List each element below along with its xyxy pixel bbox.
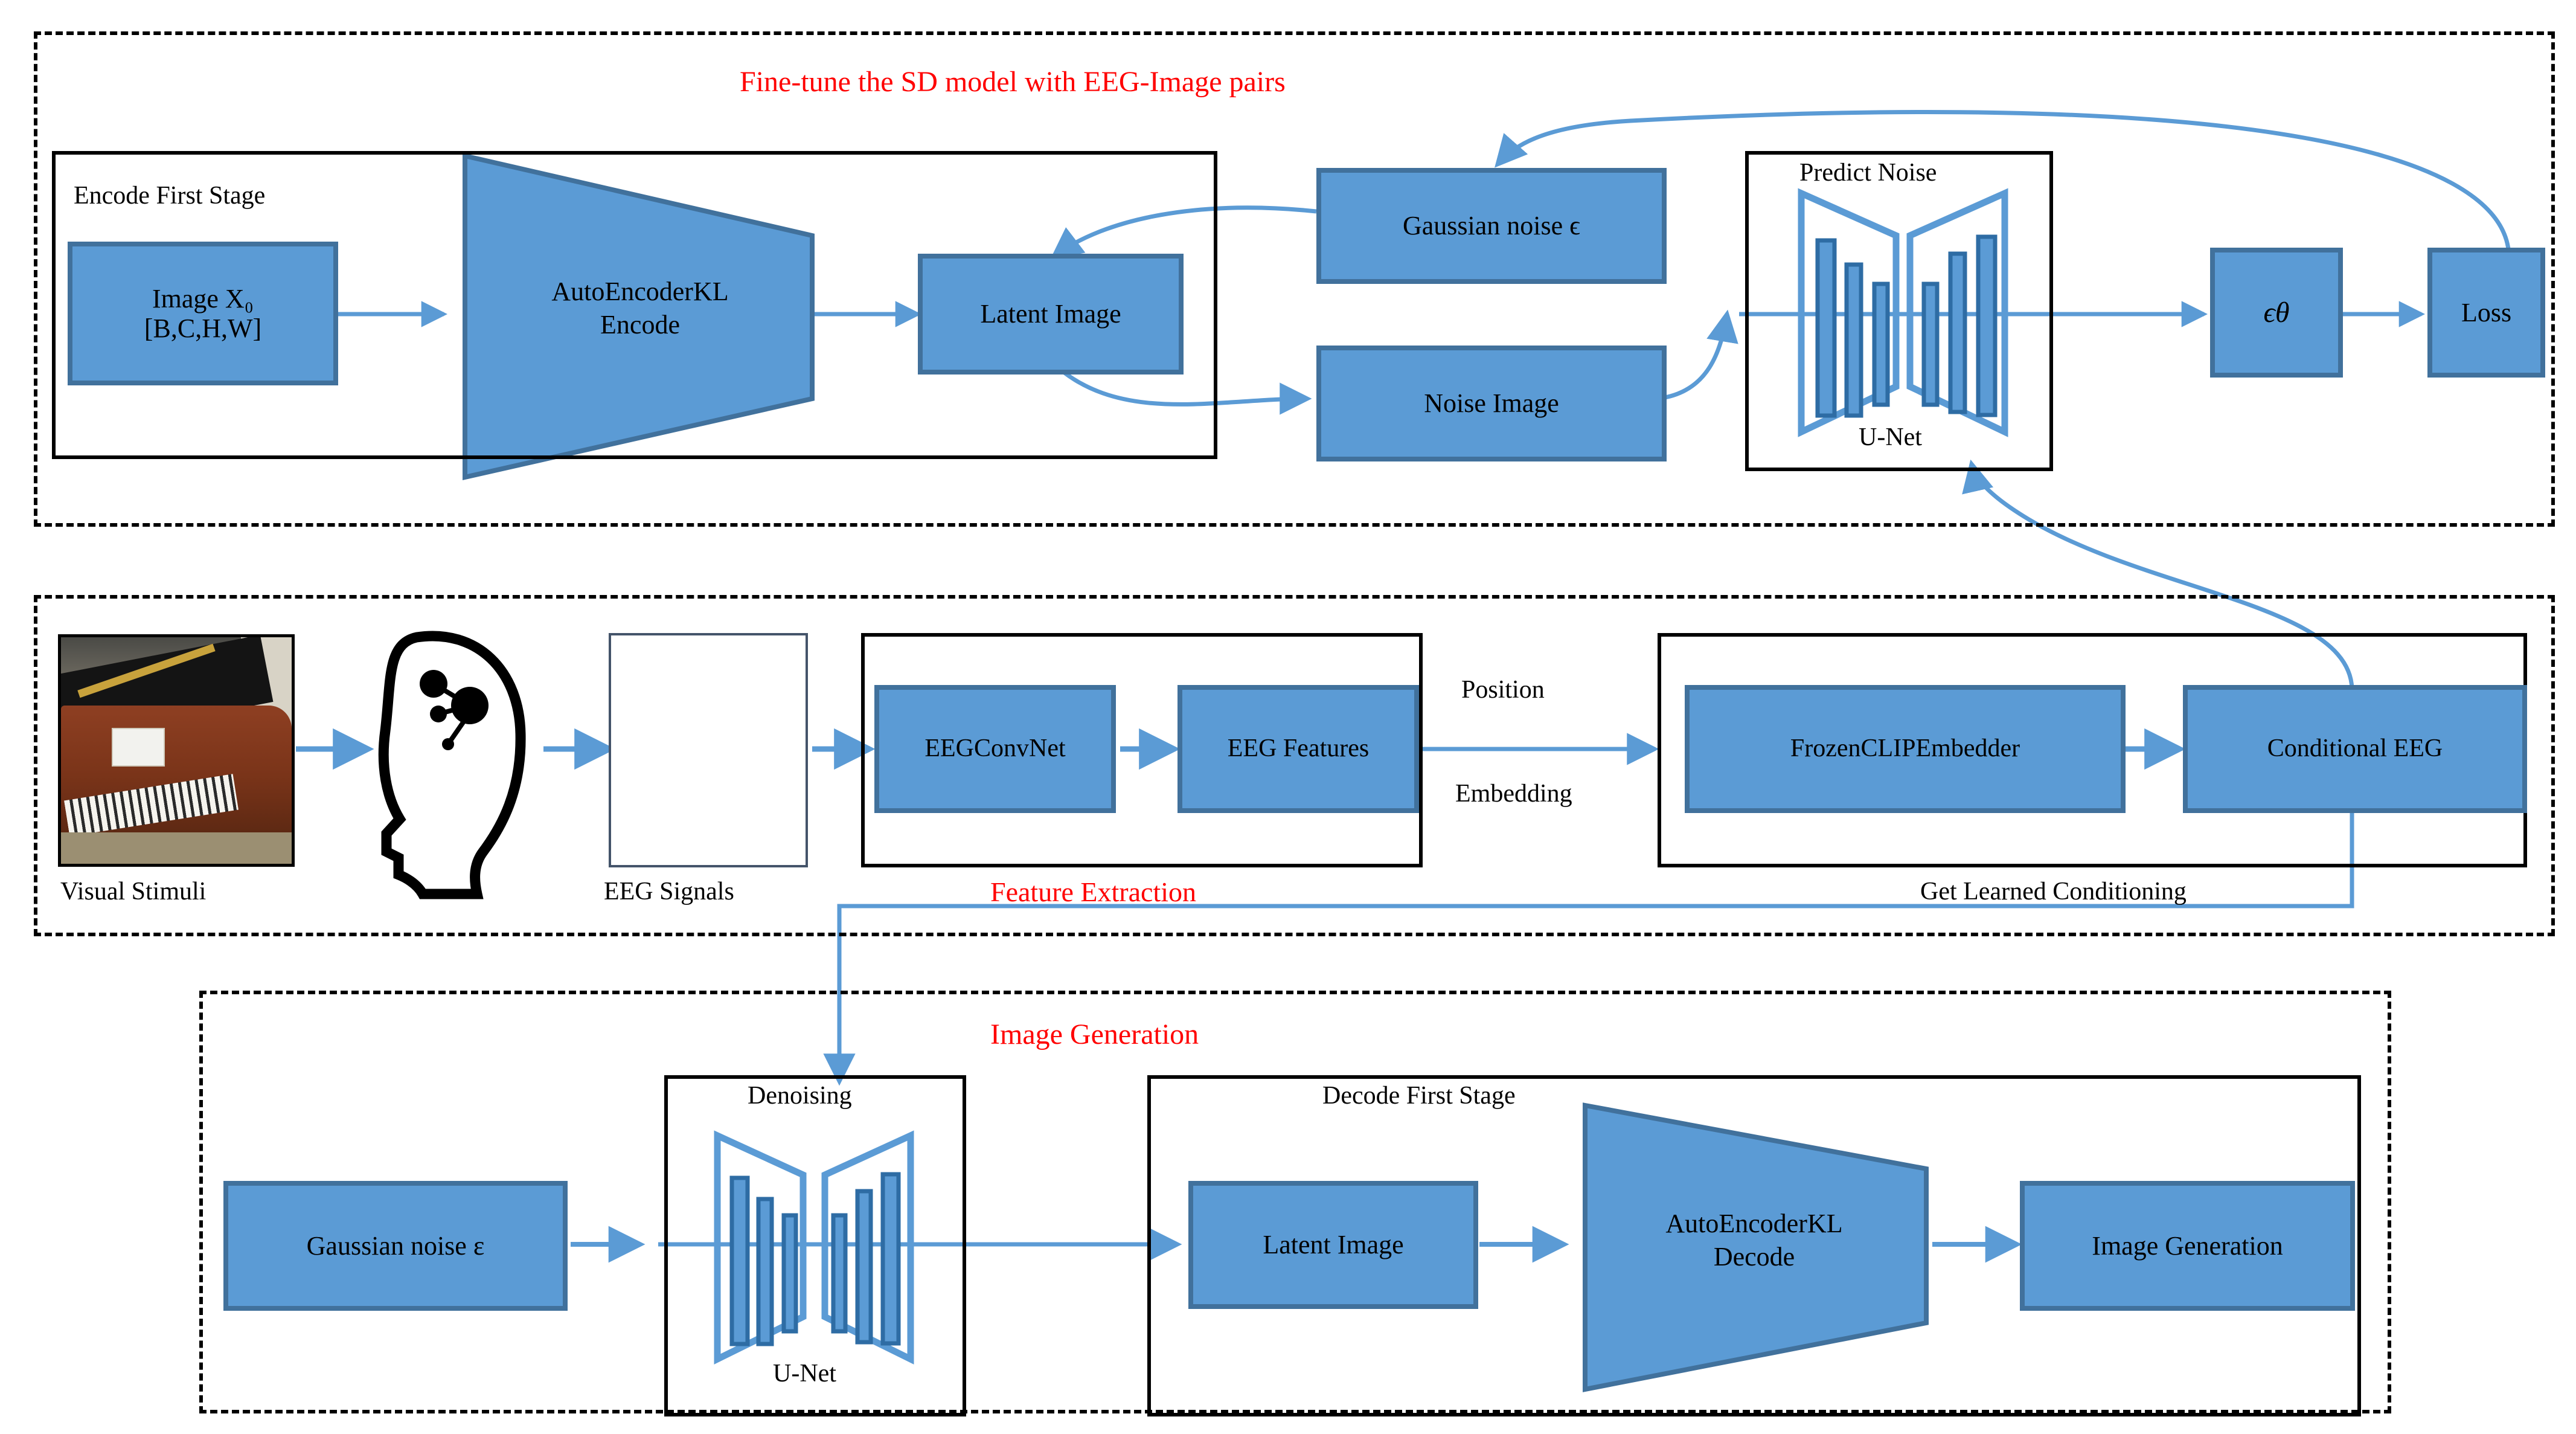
- denoising-label: Denoising: [748, 1082, 852, 1110]
- denoising-group: [664, 1075, 966, 1416]
- autoencoderkl-encode-label: AutoEncoderKL Encode: [483, 275, 797, 341]
- box-image-generation[interactable]: Image Generation: [2020, 1181, 2355, 1311]
- autoencoderkl-decode-label-2: Decode: [1713, 1242, 1795, 1272]
- panel-finetune: [34, 31, 2555, 527]
- autoencoderkl-encode-label-2: Encode: [600, 310, 680, 339]
- box-noise-image[interactable]: Noise Image: [1316, 346, 1667, 461]
- box-epsilon-theta[interactable]: ϵθ: [2210, 248, 2343, 378]
- box-latent-image-2[interactable]: Latent Image: [1188, 1181, 1478, 1309]
- panel-image-generation: [199, 991, 2391, 1413]
- box-latent-image-1[interactable]: Latent Image: [918, 254, 1184, 375]
- eeg-signals-caption: EEG Signals: [604, 878, 734, 905]
- box-gaussian-noise-1[interactable]: Gaussian noise ϵ: [1316, 168, 1667, 284]
- autoencoderkl-decode-label: AutoEncoderKL Decode: [1603, 1207, 1905, 1273]
- feature-extraction-title: Feature Extraction: [990, 876, 1197, 907]
- autoencoderkl-decode-label-1: AutoEncoderKL: [1665, 1209, 1843, 1238]
- encode-first-stage-label: Encode First Stage: [74, 182, 266, 210]
- visual-stimuli-caption: Visual Stimuli: [60, 878, 207, 905]
- predict-noise-group: [1745, 151, 2053, 471]
- box-gaussian-noise-2[interactable]: Gaussian noise ε: [223, 1181, 568, 1311]
- position-embedding-label-2: Embedding: [1455, 780, 1572, 808]
- box-conditional-eeg[interactable]: Conditional EEG: [2183, 685, 2527, 813]
- box-image-x0[interactable]: Image X₀ [B,C,H,W]: [68, 242, 338, 385]
- position-embedding-label-1: Position: [1461, 676, 1545, 704]
- box-loss[interactable]: Loss: [2427, 248, 2545, 378]
- panel-image-generation-title: Image Generation: [990, 1018, 1199, 1050]
- feature-extraction-group: [861, 633, 1423, 867]
- unet-label-2: U-Net: [773, 1360, 836, 1387]
- visual-stimuli-photo: [58, 634, 295, 867]
- box-image-x0-label-2: [B,C,H,W]: [144, 313, 262, 343]
- box-image-x0-label-1: Image X₀: [152, 283, 254, 313]
- box-eeg-features[interactable]: EEG Features: [1177, 685, 1419, 813]
- decode-first-stage-group: [1147, 1075, 2361, 1416]
- autoencoderkl-encode-label-1: AutoEncoderKL: [551, 277, 729, 306]
- box-eegconvnet[interactable]: EEGConvNet: [874, 685, 1116, 813]
- get-learned-conditioning-label: Get Learned Conditioning: [1920, 878, 2187, 905]
- box-frozen-clip-embedder[interactable]: FrozenCLIPEmbedder: [1685, 685, 2126, 813]
- predict-noise-label: Predict Noise: [1799, 159, 1937, 187]
- panel-eeg-encoding: [34, 595, 2555, 936]
- panel-finetune-title: Fine-tune the SD model with EEG-Image pa…: [740, 66, 1286, 98]
- decode-first-stage-label: Decode First Stage: [1322, 1082, 1516, 1110]
- unet-label-1: U-Net: [1859, 423, 1922, 451]
- encode-first-stage-group: [52, 151, 1217, 459]
- eeg-signal-frame: [609, 633, 808, 867]
